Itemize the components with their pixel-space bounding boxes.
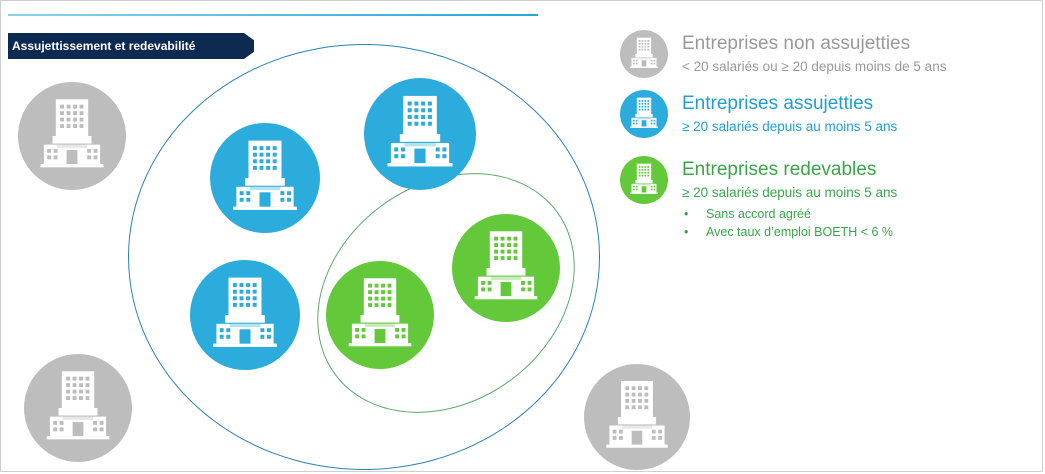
building-icon xyxy=(364,78,476,190)
legend-item-non-assujetties: Entreprises non assujetties < 20 salarié… xyxy=(620,30,1040,90)
building-icon xyxy=(620,90,668,138)
redevables-conditions-list: •Sans accord agréé •Avec taux d’emploi B… xyxy=(682,205,897,241)
legend: Entreprises non assujetties < 20 salarié… xyxy=(620,30,1040,239)
condition-text: Sans accord agréé xyxy=(706,207,811,221)
building-icon xyxy=(326,261,434,369)
building-icon xyxy=(620,156,668,204)
building-icon xyxy=(452,214,560,322)
building-icon xyxy=(24,354,132,462)
building-icon xyxy=(584,364,690,470)
legend-subtitle-redevables: ≥ 20 salariés depuis au moins 5 ans xyxy=(682,185,898,200)
building-icon xyxy=(190,260,300,370)
assujetties-ellipse xyxy=(128,44,600,470)
legend-title-assujetties: Entreprises assujetties xyxy=(682,93,874,114)
building-icon xyxy=(210,123,320,233)
condition-text: Avec taux d’emploi BOETH < 6 % xyxy=(706,225,894,239)
condition-item: •Avec taux d’emploi BOETH < 6 % xyxy=(684,225,894,239)
legend-title-non-assujetties: Entreprises non assujetties xyxy=(682,33,911,54)
legend-item-assujetties: Entreprises assujetties ≥ 20 salariés de… xyxy=(620,90,1040,156)
condition-item: •Sans accord agréé xyxy=(684,207,811,221)
building-icon xyxy=(620,30,668,78)
legend-item-redevables: Entreprises redevables ≥ 20 salariés dep… xyxy=(620,156,1040,239)
legend-subtitle-non-assujetties: < 20 salariés ou ≥ 20 depuis moins de 5 … xyxy=(682,59,947,74)
top-accent-line xyxy=(8,14,538,16)
section-banner: Assujettissement et redevabilité xyxy=(8,33,254,59)
legend-title-redevables: Entreprises redevables xyxy=(682,159,877,180)
legend-subtitle-assujetties: ≥ 20 salariés depuis au moins 5 ans xyxy=(682,119,898,134)
building-icon xyxy=(18,82,126,190)
